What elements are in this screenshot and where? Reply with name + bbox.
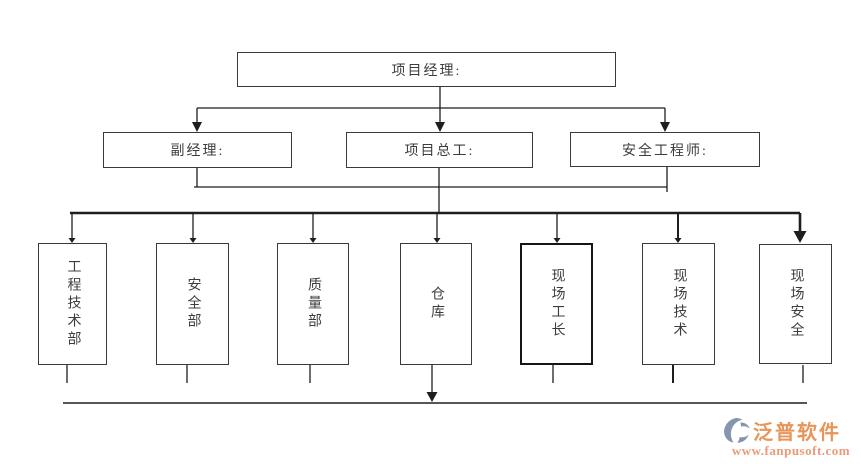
watermark-brand: 泛普软件 bbox=[753, 421, 841, 444]
safety-engineer-label: 安全工程师: bbox=[622, 143, 708, 159]
site-foreman-label: 现场工长 bbox=[549, 268, 565, 340]
watermark: 泛普软件 www.fanpusoft.com bbox=[723, 416, 859, 459]
site-safety-box: 现场安全 bbox=[759, 244, 832, 364]
safety-engineer-box: 安全工程师: bbox=[570, 132, 760, 167]
engineering-tech-dept-label: 工程技术部 bbox=[65, 259, 81, 349]
warehouse-label: 仓库 bbox=[429, 286, 444, 322]
deputy-manager-label: 副经理: bbox=[170, 144, 225, 159]
fanpu-logo-icon bbox=[724, 417, 750, 443]
engineering-tech-dept-box: 工程技术部 bbox=[38, 243, 107, 365]
project-manager-label: 项目经理: bbox=[391, 63, 462, 79]
site-safety-label: 现场安全 bbox=[788, 268, 804, 340]
safety-dept-label: 安全部 bbox=[185, 277, 201, 331]
watermark-url: www.fanpusoft.com bbox=[731, 443, 851, 458]
project-manager-box: 项目经理: bbox=[237, 52, 616, 87]
deputy-manager-box: 副经理: bbox=[103, 132, 292, 168]
warehouse-box: 仓库 bbox=[400, 243, 472, 365]
site-technician-label: 现场技术 bbox=[671, 268, 687, 340]
site-technician-box: 现场技术 bbox=[642, 243, 715, 365]
site-foreman-box: 现场工长 bbox=[520, 243, 593, 365]
chief-engineer-box: 项目总工: bbox=[346, 132, 533, 168]
quality-dept-box: 质量部 bbox=[277, 243, 349, 365]
chief-engineer-label: 项目总工: bbox=[404, 144, 475, 159]
safety-dept-box: 安全部 bbox=[156, 243, 229, 365]
arrowhead-group bbox=[68, 122, 807, 402]
quality-dept-label: 质量部 bbox=[306, 277, 321, 331]
